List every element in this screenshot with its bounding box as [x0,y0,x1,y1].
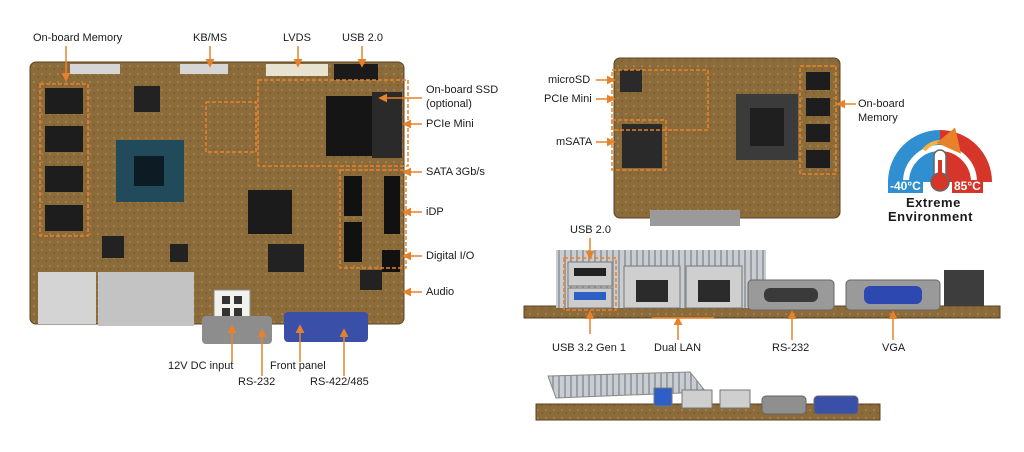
label-onboard-memory-right-1: On-board [858,98,905,110]
sata-port-1 [344,176,362,216]
pcie-mini-slot [372,92,402,158]
label-usb20-right: USB 2.0 [570,224,611,236]
sata-idp-highlight [339,169,407,269]
memory-highlight [39,83,89,237]
idp-header [384,176,400,234]
label-pcie-mini-right: PCIe Mini [544,93,592,105]
ssd-highlight-left [205,101,257,153]
ssd-chip [326,96,374,156]
onboard-memory-chips [45,88,83,231]
label-microsd: microSD [548,74,591,86]
label-front-panel: Front panel [270,360,326,372]
label-digital-io: Digital I/O [426,250,475,262]
label-idp: iDP [426,206,444,218]
usb-ports-left [38,272,96,324]
badge-line1: Extreme [906,195,961,210]
angled-view [535,371,881,421]
label-usb20-top: USB 2.0 [342,32,383,44]
lvds-connector [266,64,328,76]
main-board [29,61,409,344]
lan-ports-left [98,272,194,326]
label-rs232-right: RS-232 [772,342,810,354]
rear-memory-chips [806,72,830,168]
badge-temp-low: -40°C [888,179,923,193]
label-onboard-memory-right-2: Memory [858,112,898,124]
badge-line2: Environment [888,209,973,224]
label-kbms: KB/MS [193,32,228,44]
label-lvds: LVDS [283,32,311,44]
cpu-die [134,156,164,186]
chipset [248,190,292,234]
rs232-port-left [202,316,272,344]
io-chip [268,244,304,272]
label-dual-lan: Dual LAN [654,342,702,354]
extreme-environment-badge [888,127,992,192]
label-rs422: RS-422/485 [310,376,369,388]
label-dc-input: 12V DC input [168,360,234,372]
label-onboard-ssd-optional: (optional) [426,98,472,110]
kbms-header [70,64,120,74]
label-pcie-mini-left: PCIe Mini [426,118,474,130]
rear-memory-highlight [799,65,837,175]
label-onboard-memory: On-board Memory [33,32,123,44]
label-usb32: USB 3.2 Gen 1 [552,342,626,354]
sata-port-2 [344,222,362,262]
io-panel-view [523,250,1001,319]
usb-header [334,64,378,80]
label-audio: Audio [426,286,455,298]
label-vga: VGA [882,342,906,354]
label-msata: mSATA [556,136,593,148]
rs422-port [284,312,368,342]
label-onboard-ssd: On-board SSD [426,84,499,96]
badge-temp-high: 85°C [952,179,983,193]
label-sata: SATA 3Gb/s [426,166,485,178]
label-rs232-left: RS-232 [238,376,276,388]
board-rear-view [611,57,841,226]
